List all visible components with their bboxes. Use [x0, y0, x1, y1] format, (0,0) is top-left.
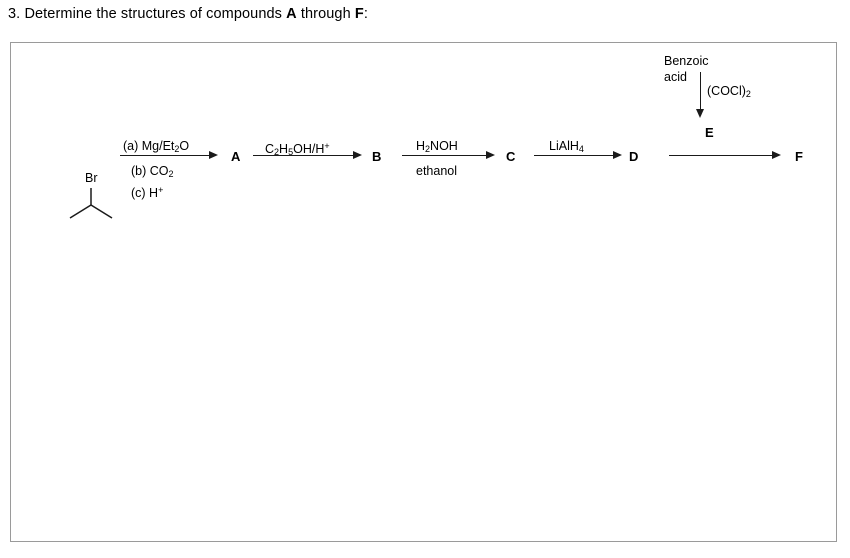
step-4-reagents-above: LiAlH4 — [549, 139, 584, 157]
oxalyl-chloride-reagent: (COCl)2 — [707, 84, 751, 102]
structure-isopropyl-bromide: Br — [63, 171, 137, 233]
step-1-reagent-b: (b) CO2 — [131, 164, 174, 182]
step-3-reagent-p1: H — [416, 139, 426, 153]
step-2-reagent-p2: H — [279, 142, 289, 156]
question-colon: : — [363, 6, 369, 22]
reaction-arrow-3 — [402, 151, 495, 160]
vertical-arrow-head — [696, 109, 705, 118]
arrow-5-head — [772, 151, 781, 160]
arrow-2-shaft — [253, 155, 353, 157]
step-2-reagent-p3: OH/H — [293, 142, 325, 156]
step-2-reagents-above: C2H5OH/H+ — [265, 139, 330, 160]
step-2-reagent-sup: + — [324, 141, 330, 151]
compound-label-c: C — [506, 149, 516, 164]
step-3-reagent-s1: 2 — [425, 144, 431, 154]
step-1-reagents-above: (a) Mg/Et2O — [123, 139, 189, 157]
vertical-reaction-arrow — [696, 72, 706, 118]
isopropyl-skeleton-icon — [69, 188, 113, 219]
reaction-arrow-2 — [253, 151, 362, 160]
arrow-4-shaft — [534, 155, 613, 157]
arrow-3-shaft — [402, 155, 486, 157]
benzoic-acid-label-line-2: acid — [664, 70, 687, 84]
question-text-middle: through — [300, 6, 351, 22]
reaction-arrow-5 — [669, 151, 781, 160]
page-title: 3. Determine the structures of compounds… — [8, 5, 368, 23]
step-1-reagent-c-sup: + — [158, 185, 164, 195]
oxalyl-chloride-s1: 2 — [745, 89, 751, 99]
compound-label-b: B — [372, 149, 382, 164]
compound-label-d: D — [629, 149, 639, 164]
step-2-reagent-s1: 2 — [274, 147, 280, 157]
bromine-atom-label: Br — [85, 171, 98, 185]
benzoic-acid-label-line-1: Benzoic — [664, 54, 709, 68]
arrow-1-shaft — [120, 155, 209, 157]
reaction-arrow-1 — [120, 151, 218, 160]
compound-label-f: F — [795, 149, 803, 164]
reaction-scheme-box: Br (a) Mg/Et2O (b) CO2 (c) H+ A C2H5OH/H… — [10, 42, 837, 542]
step-1-reagent-a-suffix: O — [179, 139, 190, 153]
arrow-3-head — [486, 151, 495, 160]
reaction-arrow-4 — [534, 151, 622, 160]
arrow-1-head — [209, 151, 218, 160]
step-2-reagent-s2: 5 — [288, 147, 294, 157]
arrow-5-shaft — [669, 155, 772, 157]
step-1-reagent-a-sub: 2 — [174, 144, 180, 154]
step-1-reagent-c-prefix: (c) H — [131, 186, 159, 200]
step-1-reagent-b-sub: 2 — [168, 169, 174, 179]
step-3-solvent-below: ethanol — [416, 164, 458, 178]
oxalyl-chloride-p1: (COCl) — [707, 84, 746, 98]
compound-label-e: E — [705, 125, 714, 140]
compound-label-a: A — [231, 149, 241, 164]
step-4-reagent-p1: LiAlH — [549, 139, 579, 153]
question-text-before: Determine the structures of compounds — [24, 6, 283, 22]
step-2-reagent-p1: C — [265, 142, 275, 156]
step-3-reagents-above: H2NOH — [416, 139, 458, 157]
vertical-arrow-shaft — [700, 72, 702, 109]
step-4-reagent-s1: 4 — [578, 144, 584, 154]
question-number: 3. — [8, 6, 21, 22]
step-1-reagent-c: (c) H+ — [131, 183, 163, 201]
step-1-reagent-b-prefix: (b) CO — [131, 164, 169, 178]
step-1-reagent-a-prefix: (a) Mg/Et — [123, 139, 175, 153]
question-compound-f: F — [354, 6, 364, 22]
arrow-2-head — [353, 151, 362, 160]
step-3-reagent-p2: NOH — [430, 139, 458, 153]
question-compound-a: A — [286, 6, 297, 22]
arrow-4-head — [613, 151, 622, 160]
